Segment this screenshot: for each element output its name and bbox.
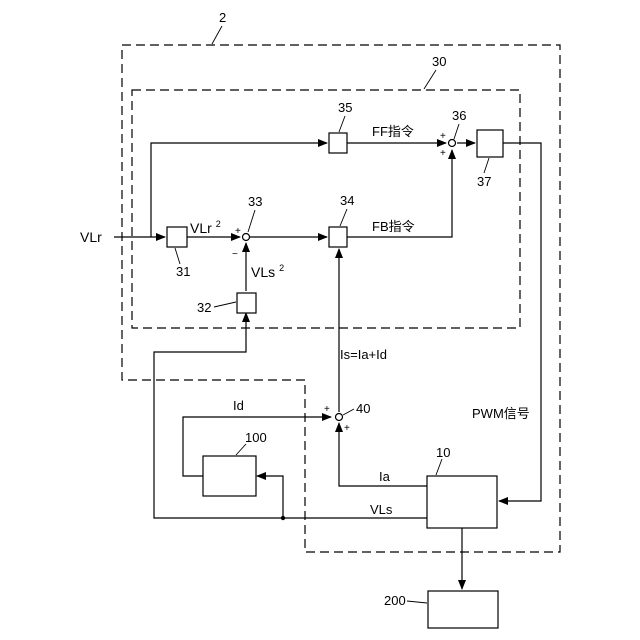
j40-plus-sign-bottom: + xyxy=(344,423,350,434)
inner-frame-label: 30 xyxy=(432,54,446,69)
junction-33-label: 33 xyxy=(248,194,262,209)
outer-frame-label: 2 xyxy=(219,10,226,25)
block-35 xyxy=(329,133,347,153)
j40-plus-sign-left: + xyxy=(324,404,330,415)
inner-frame xyxy=(132,90,520,328)
block-200-leader xyxy=(407,601,427,603)
block-34-label: 34 xyxy=(340,193,354,208)
ff-command-label: FF指令 xyxy=(372,124,414,139)
inner-frame-leader xyxy=(424,70,436,89)
junction-40-leader xyxy=(343,409,354,415)
id-label: Id xyxy=(233,398,244,413)
j33-plus-sign: + xyxy=(235,226,241,237)
block-32-label: 32 xyxy=(197,300,211,315)
j36-plus-sign-bottom: + xyxy=(440,148,446,159)
vls-branch-dot xyxy=(281,516,285,520)
block-34-leader xyxy=(340,209,347,226)
block-31-label: 31 xyxy=(176,264,190,279)
vls-squared-exp: 2 xyxy=(279,263,284,273)
vlr-squared-exp: 2 xyxy=(216,219,221,229)
current-sum-label: Is=Ia+Id xyxy=(340,347,387,362)
block-32 xyxy=(237,293,256,313)
vls-squared-label: VLs 2 xyxy=(251,263,284,280)
block-32-leader xyxy=(214,302,236,307)
vls-feedback-wire xyxy=(154,313,427,518)
block-37-leader xyxy=(484,158,489,173)
junction-36-leader xyxy=(454,124,459,139)
junction-33 xyxy=(243,234,250,241)
junction-40 xyxy=(336,414,343,421)
junction-36-label: 36 xyxy=(452,108,466,123)
block-31 xyxy=(167,227,187,247)
block-34 xyxy=(329,227,347,247)
block-10-leader xyxy=(436,459,442,475)
j36-plus-sign-left: + xyxy=(440,131,446,142)
pwm-label: PWM信号 xyxy=(472,406,530,421)
block-31-leader xyxy=(175,248,180,264)
vls-squared-base: VLs xyxy=(251,264,275,280)
junction-36 xyxy=(449,140,456,147)
outer-frame-leader xyxy=(212,26,222,44)
vlr-squared-label: VLr 2 xyxy=(190,219,221,236)
vls-to-100-wire xyxy=(257,476,283,518)
ia-label: Ia xyxy=(379,469,391,484)
block-100-label: 100 xyxy=(245,430,267,445)
vlr-squared-base: VLr xyxy=(190,220,212,236)
input-label: VLr xyxy=(80,229,102,245)
block-200 xyxy=(428,591,498,628)
block-10 xyxy=(427,476,497,528)
block-100-leader xyxy=(236,444,246,455)
block-35-leader xyxy=(339,116,345,132)
block-200-label: 200 xyxy=(384,593,406,608)
ff-branch-wire xyxy=(151,143,327,237)
block-10-label: 10 xyxy=(436,445,450,460)
vls-label: VLs xyxy=(370,502,393,517)
block-100 xyxy=(203,456,256,496)
j33-minus-sign: − xyxy=(232,249,238,260)
fb-command-label: FB指令 xyxy=(372,219,415,234)
junction-40-label: 40 xyxy=(356,401,370,416)
block-37 xyxy=(477,130,503,157)
junction-33-leader xyxy=(248,210,255,232)
block-35-label: 35 xyxy=(338,100,352,115)
block-37-label: 37 xyxy=(477,174,491,189)
